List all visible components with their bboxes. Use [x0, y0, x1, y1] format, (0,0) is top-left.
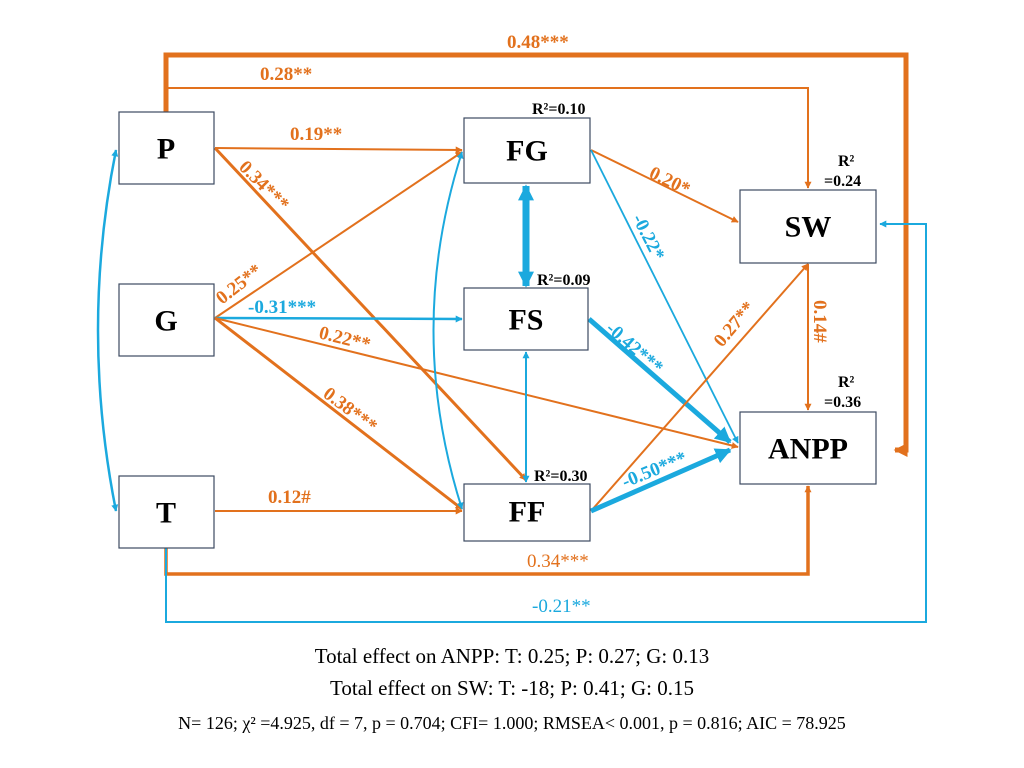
rsq-sw-top: R²: [838, 153, 855, 170]
cov-fg-ff: [432, 151, 464, 510]
coef-fg-sw: 0.20*: [646, 163, 694, 201]
rsq-anpp-bottom: =0.36: [824, 394, 861, 411]
coef-sw-anpp: 0.14#: [809, 300, 830, 343]
node-anpp: ANPP: [739, 411, 877, 485]
node-sw-label: SW: [785, 211, 832, 244]
path-fg-anpp: [590, 149, 739, 444]
path-p-ff: [213, 146, 528, 482]
nodes-layer: P G T FG FS FF SW ANPP: [118, 111, 877, 549]
coef-g-fs: -0.31***: [248, 297, 316, 318]
node-t: T: [118, 475, 215, 549]
path-g-anpp: [214, 317, 739, 449]
coef-ff-anpp: -0.50***: [619, 448, 690, 493]
coef-fs-anpp: -0.42***: [602, 318, 667, 379]
node-fs-label: FS: [508, 304, 543, 337]
coef-p-sw: 0.28**: [260, 64, 312, 85]
sem-path-diagram: P G T FG FS FF SW ANPP: [96, 32, 927, 623]
path-g-fs: [214, 315, 463, 323]
model-fit-statistics: N= 126; χ² =4.925, df = 7, p = 0.704; CF…: [178, 713, 846, 733]
coef-t-ff: 0.12#: [268, 487, 311, 508]
node-fg-label: FG: [506, 135, 548, 168]
coef-p-fg: 0.19**: [290, 124, 342, 145]
path-g-ff: [214, 316, 463, 511]
path-t-sw: [165, 220, 927, 623]
node-p-label: P: [157, 133, 175, 166]
node-p: P: [118, 111, 215, 185]
path-fg-sw: [590, 149, 739, 223]
node-anpp-label: ANPP: [768, 433, 848, 466]
coef-p-anpp: 0.48***: [507, 32, 569, 53]
cov-p-t: [96, 149, 119, 512]
path-p-anpp: [163, 52, 909, 457]
node-g-label: G: [154, 305, 177, 338]
node-t-label: T: [156, 497, 176, 530]
coef-g-ff: 0.38***: [319, 383, 381, 437]
coef-p-ff: 0.34***: [234, 157, 293, 216]
node-fs: FS: [463, 287, 589, 351]
total-effect-anpp: Total effect on ANPP: T: 0.25; P: 0.27; …: [314, 644, 710, 668]
rsq-fs: R²=0.09: [537, 272, 590, 289]
node-g: G: [118, 283, 215, 357]
node-fg: FG: [463, 117, 591, 184]
coef-t-sw: -0.21**: [532, 596, 591, 617]
path-fs-anpp: [587, 317, 732, 444]
path-p-fg: [214, 146, 463, 154]
total-effect-sw: Total effect on SW: T: -18; P: 0.41; G: …: [330, 676, 694, 700]
node-sw: SW: [739, 189, 877, 264]
rsq-anpp-top: R²: [838, 374, 855, 391]
coef-t-anpp: 0.34***: [527, 551, 589, 572]
path-p-sw: [166, 87, 812, 189]
rsq-layer: R²=0.10 R²=0.09 R²=0.30 R² =0.24 R² =0.3…: [532, 101, 861, 485]
coef-ff-sw: 0.27**: [710, 298, 760, 352]
rsq-ff: R²=0.30: [534, 468, 587, 485]
path-ff-sw: [590, 263, 809, 512]
node-ff-label: FF: [509, 496, 546, 529]
paths-layer: [96, 52, 927, 623]
node-ff: FF: [463, 483, 591, 542]
rsq-sw-bottom: =0.24: [824, 173, 861, 190]
coef-fg-anpp: -0.22*: [628, 211, 669, 264]
path-ff-anpp: [589, 447, 732, 514]
rsq-fg: R²=0.10: [532, 101, 585, 118]
path-g-fg: [214, 151, 463, 319]
